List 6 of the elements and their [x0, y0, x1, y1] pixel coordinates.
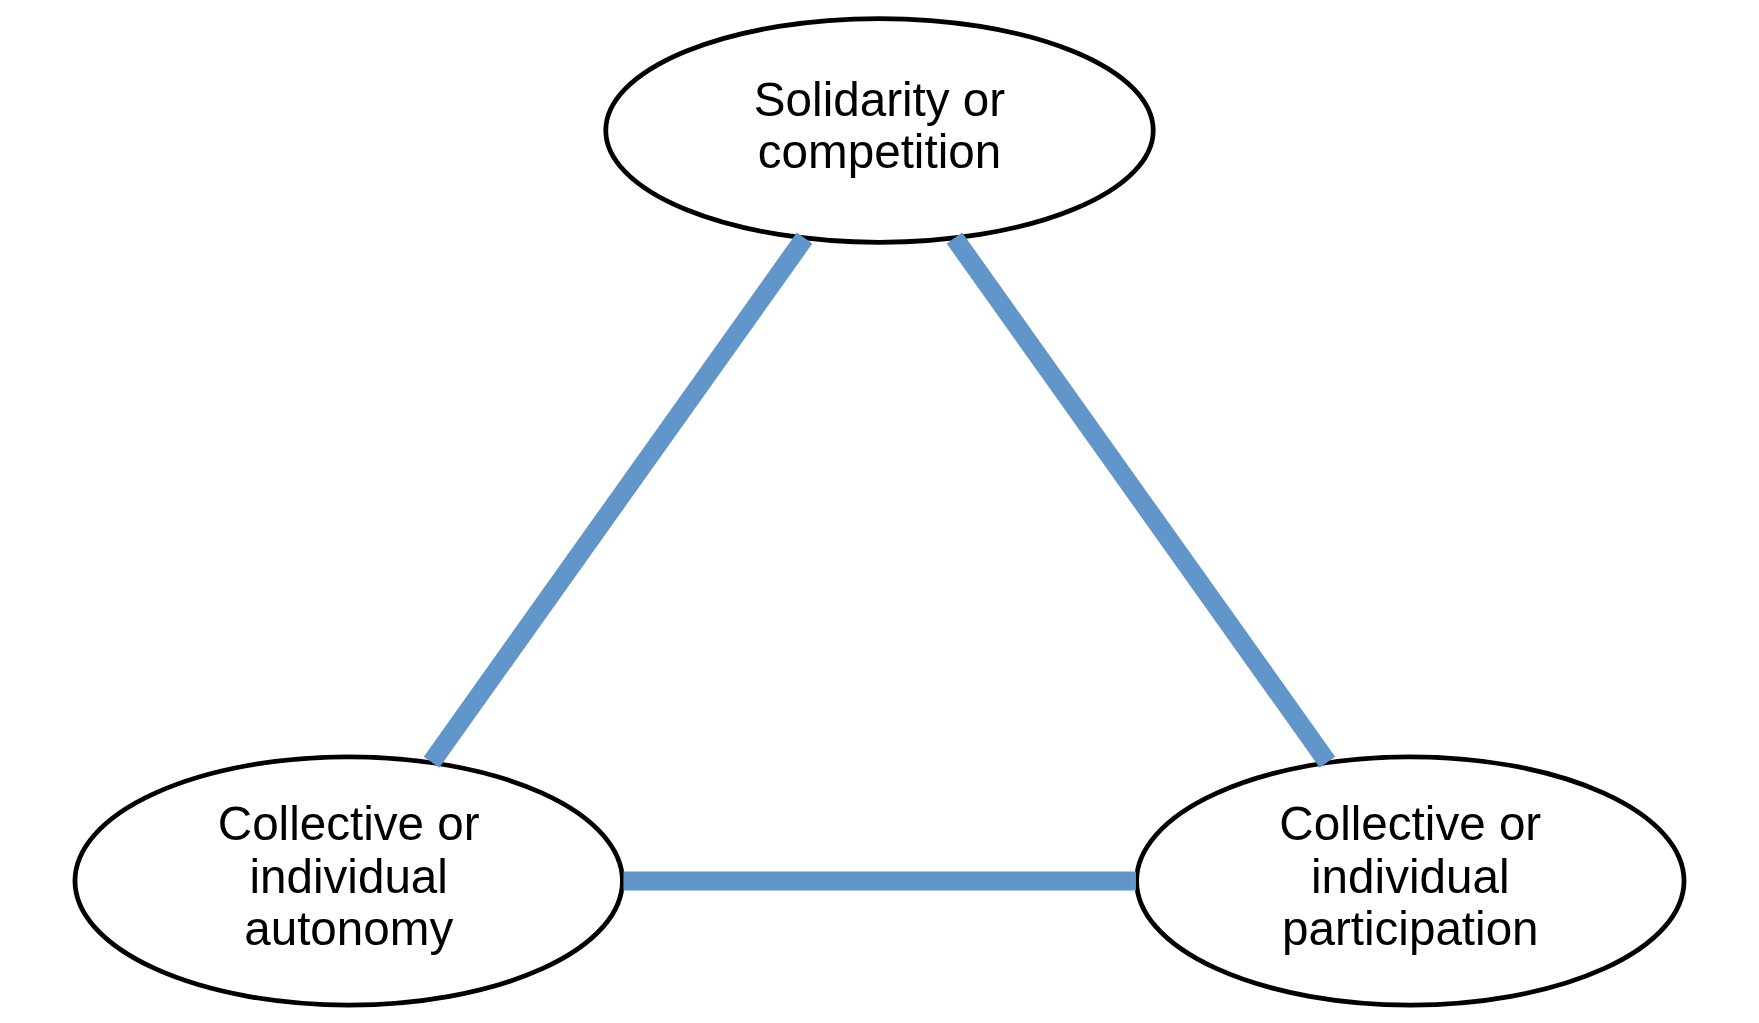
node-ellipse: Collective or individual autonomy: [72, 753, 625, 1007]
node-ellipse: Collective or individual participation: [1134, 753, 1687, 1007]
node-ellipse: Solidarity or competition: [603, 15, 1156, 245]
connector: [423, 232, 813, 768]
connector: [623, 870, 1136, 890]
connector: [946, 232, 1336, 768]
